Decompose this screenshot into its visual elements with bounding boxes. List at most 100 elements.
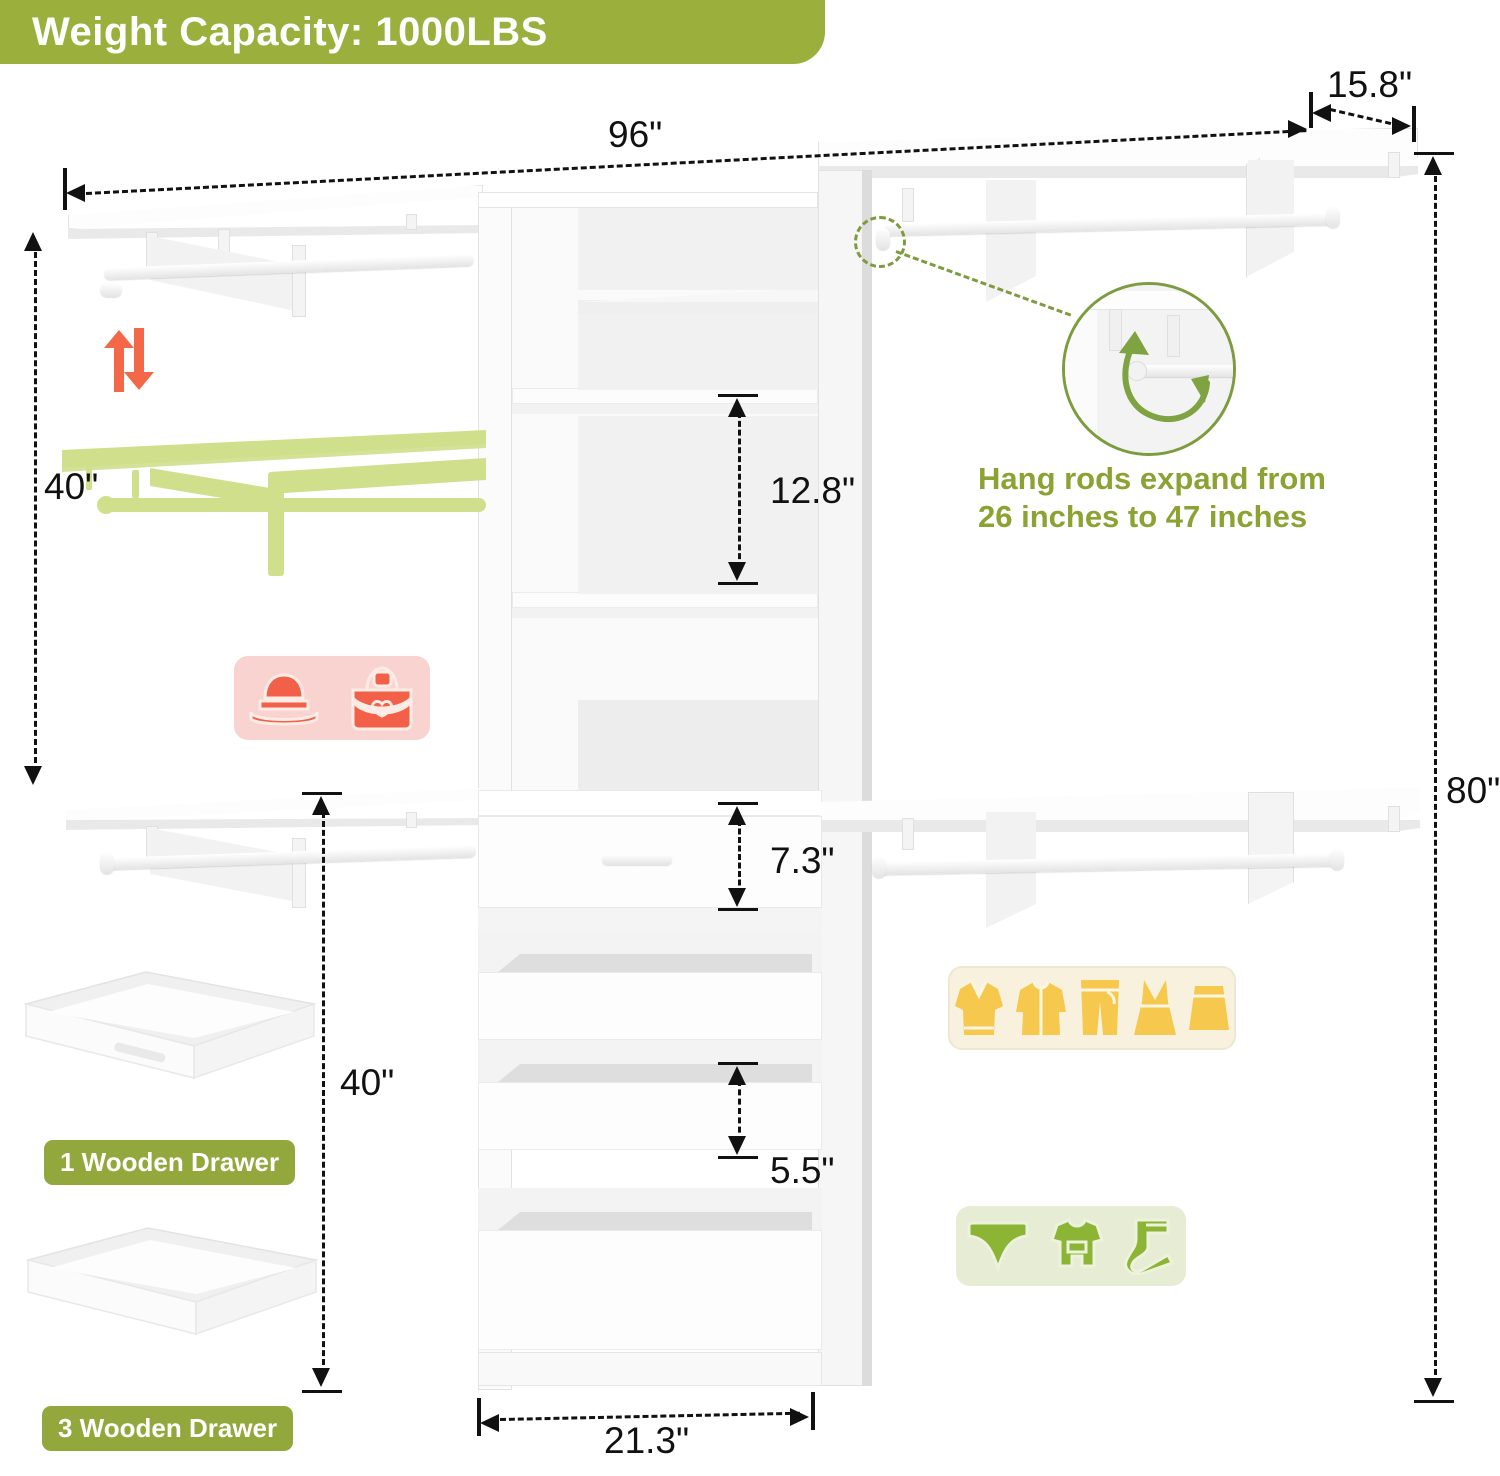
hang-rod-end-cap [1330, 848, 1344, 870]
jacket-icon [1015, 981, 1066, 1035]
dim-endcap [718, 908, 758, 911]
tower-bay-shading [578, 208, 818, 290]
hang-rod-end-cap [100, 852, 114, 874]
dim-arrow-right [1288, 120, 1307, 138]
dim-line-shelf-gap [738, 412, 741, 568]
adjustable-shelf-ghost [62, 428, 486, 600]
dim-arrow-up [728, 398, 746, 417]
up-down-arrows-icon [104, 328, 160, 392]
dim-arrow-right [1392, 117, 1411, 135]
tower-plinth [478, 1352, 822, 1386]
dim-endcap [718, 802, 758, 805]
dim-line-upper-height [34, 252, 37, 772]
ghost-shelf-svg [62, 430, 486, 576]
dim-line-lower-height [322, 812, 325, 1374]
tower-bay-shading [578, 416, 818, 594]
skirt-icon [1189, 986, 1230, 1030]
dim-label-width: 96" [608, 114, 663, 155]
shelf-bracket [292, 245, 306, 317]
dim-arrow-down [24, 766, 42, 785]
dim-label-drawer-top: 7.3" [770, 840, 835, 881]
dim-arrow-down [728, 562, 746, 581]
mid-shelf-center [478, 790, 822, 816]
shelf-bracket [406, 214, 417, 230]
dim-arrow-up [1424, 156, 1442, 175]
dim-endcap [718, 394, 758, 397]
tower-top-cap [478, 192, 818, 208]
drawer-basket-1-rim [498, 954, 812, 972]
dim-endcap [302, 792, 342, 795]
dim-arrow-left [1312, 104, 1331, 122]
dim-endcap [302, 1390, 342, 1393]
badge-clothes [948, 966, 1236, 1050]
sock-icon [1124, 1218, 1175, 1275]
tower-shelf-upper-1-face [578, 300, 818, 314]
dim-arrow-down [1424, 1378, 1442, 1397]
dim-arrow-down [728, 888, 746, 907]
drawer-basket-2-front[interactable] [478, 1082, 822, 1150]
shelf-bracket [1388, 152, 1400, 178]
weight-capacity-label: Weight Capacity: 1000LBS [32, 10, 548, 54]
shelf-bracket-plate [986, 180, 1036, 302]
tower-shelf-upper-3-face [512, 592, 818, 608]
label-3-wooden-drawer: 3 Wooden Drawer [42, 1406, 294, 1451]
dim-arrow-up [728, 806, 746, 825]
shelf-bracket [1248, 792, 1294, 904]
drawer-basket-2-rim [498, 1064, 812, 1082]
detail-rod-socket [1127, 361, 1147, 381]
dim-endcap [1309, 92, 1313, 128]
dim-label-drawer-lower: 5.5" [770, 1150, 835, 1191]
sun-hat-icon [249, 673, 319, 726]
dim-line-overall-height [1434, 176, 1437, 1384]
dim-line-drawer-lower [738, 1080, 741, 1142]
hang-rod-callout-text: Hang rods expand from 26 inches to 47 in… [978, 460, 1378, 536]
loose-drawer-single [18, 960, 318, 1120]
callout-line-2: 26 inches to 47 inches [978, 498, 1308, 534]
hang-rod-end-cap [1326, 206, 1340, 228]
detail-bracket-left [1109, 309, 1122, 351]
detail-hang-rod [1133, 365, 1233, 377]
dim-endcap [63, 168, 67, 210]
drawer-handle[interactable] [602, 854, 672, 865]
dim-endcap [477, 1398, 481, 1436]
dim-label-shelf-gap: 12.8" [770, 470, 856, 511]
drawer-basket-3-front[interactable] [478, 1230, 822, 1350]
dim-endcap [1414, 1400, 1454, 1403]
dim-endcap [718, 1156, 758, 1159]
dim-arrow-up [312, 796, 330, 815]
shelf-bracket [902, 818, 914, 850]
hang-rod-end-cap [872, 856, 886, 878]
dress-icon [1134, 980, 1177, 1035]
shelf-bracket [902, 188, 914, 222]
detail-top-shelf [1065, 291, 1233, 309]
badge-accessories [234, 656, 430, 740]
tower-right-wall [818, 170, 866, 1386]
dim-arrow-down [728, 1136, 746, 1155]
shelf-bracket [406, 812, 417, 828]
rotation-arrow-icon [1119, 331, 1210, 423]
dim-endcap [1412, 106, 1416, 142]
weight-capacity-badge: Weight Capacity: 1000LBS [0, 0, 825, 64]
badge-baby [956, 1206, 1186, 1286]
dim-label-depth: 15.8" [1327, 64, 1413, 105]
dim-arrow-up [728, 1066, 746, 1085]
dim-label-lower-height: 40" [340, 1062, 395, 1103]
drawer-basket-1-front[interactable] [478, 972, 822, 1040]
tower-right-wall-shadow [862, 170, 872, 1386]
dim-arrow-right [790, 1408, 809, 1426]
underwear-icon [967, 1221, 1029, 1272]
pants-icon [1080, 980, 1119, 1035]
detail-side-panel [1065, 285, 1097, 453]
rod-rotation-detail-circle [1062, 282, 1236, 456]
label-1-wooden-drawer-wrap: 1 Wooden Drawer [44, 1140, 296, 1185]
dim-arrow-left [66, 184, 85, 202]
dim-label-overall-height: 80" [1446, 770, 1500, 811]
tower-bay-shading [578, 314, 818, 390]
callout-line-1: Hang rods expand from [978, 461, 1326, 496]
tower-shelf-upper-2-edge [512, 404, 818, 414]
dim-arrow-up [24, 232, 42, 251]
top-shelf-left-underside [68, 225, 483, 239]
detail-bracket-right [1167, 315, 1180, 357]
shelf-bracket [1388, 806, 1400, 832]
